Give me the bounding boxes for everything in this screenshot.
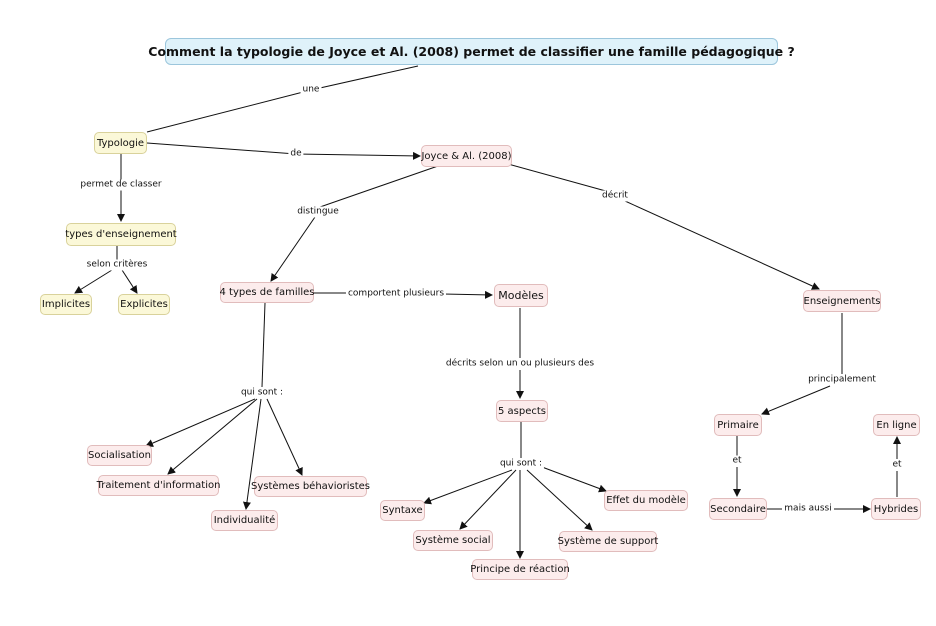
node-en-ligne[interactable]: En ligne (873, 414, 920, 436)
link-quisont-syntaxe (423, 469, 513, 505)
link-label-distingue: distingue (295, 206, 341, 218)
node-typologie[interactable]: Typologie (94, 132, 147, 154)
node-hybrides[interactable]: Hybrides (871, 498, 921, 520)
link-label-comportent-plusieurs: comportent plusieurs (345, 288, 447, 300)
node-4-types-familles[interactable]: 4 types de familles (219, 282, 315, 303)
link-distingue-familles (270, 216, 316, 282)
link-quisont-behavioristes (266, 398, 303, 476)
node-explicites[interactable]: Explicites (118, 294, 170, 315)
node-systeme-social[interactable]: Système social (413, 530, 493, 551)
root-question[interactable]: Comment la typologie de Joyce et Al. (20… (148, 38, 795, 65)
link-quisont-support (526, 469, 593, 531)
link-label-qui-sont-aspects: qui sont : (497, 458, 545, 470)
link-quisont-individualite (242, 398, 262, 510)
link-root-une (310, 65, 419, 91)
link-label-qui-sont-familles: qui sont : (238, 387, 286, 399)
link-principalement-primaire (761, 385, 831, 416)
node-effet-modele[interactable]: Effet du modèle (604, 490, 688, 511)
link-quisont-traitement (167, 398, 258, 475)
node-individualite[interactable]: Individualité (211, 510, 278, 531)
link-joyce-distingue (319, 165, 439, 208)
link-selon-explicites (121, 269, 138, 294)
node-primaire[interactable]: Primaire (714, 414, 762, 436)
link-familles-quisont (261, 302, 266, 388)
node-principe-reaction[interactable]: Principe de réaction (470, 559, 570, 580)
node-systeme-support[interactable]: Système de support (558, 531, 658, 552)
link-label-principalement: principalement (806, 374, 878, 386)
node-5-aspects[interactable]: 5 aspects (496, 400, 548, 422)
link-label-et-primaire: et (730, 455, 744, 467)
node-socialisation[interactable]: Socialisation (87, 445, 152, 466)
node-types-enseignement[interactable]: types d'enseignement (65, 223, 177, 246)
link-decrit-enseignements (624, 200, 820, 290)
link-label-decrits-selon: décrits selon un ou plusieurs des (443, 358, 597, 370)
link-quisont-effet (541, 466, 607, 493)
link-label-de: de (288, 148, 304, 160)
link-label-decrit: décrit (600, 190, 630, 202)
link-joyce-decrit (507, 163, 614, 194)
node-traitement-information[interactable]: Traitement d'information (97, 475, 220, 496)
link-comportent-modeles (442, 290, 493, 299)
link-label-permet-de-classer: permet de classer (78, 179, 164, 191)
link-une-typologie (146, 89, 312, 133)
link-quisont-socialisation (145, 398, 256, 447)
node-modeles[interactable]: Modèles (494, 284, 548, 307)
node-secondaire[interactable]: Secondaire (709, 498, 767, 520)
node-enseignements[interactable]: Enseignements (803, 290, 881, 312)
node-systemes-behavioristes[interactable]: Systèmes béhavioristes (251, 476, 370, 497)
link-label-selon-criteres: selon critères (84, 259, 150, 271)
link-label-une: une (300, 84, 322, 96)
link-label-et-hybrides: et (890, 459, 904, 471)
node-joyce[interactable]: Joyce & Al. (2008) (421, 145, 512, 167)
node-implicites[interactable]: Implicites (40, 294, 92, 315)
link-selon-implicites (74, 269, 113, 294)
link-quisont-social (459, 469, 517, 530)
node-syntaxe[interactable]: Syntaxe (380, 500, 425, 521)
link-label-mais-aussi: mais aussi (782, 503, 834, 515)
link-typologie-de (146, 142, 297, 155)
link-de-joyce (295, 151, 421, 160)
